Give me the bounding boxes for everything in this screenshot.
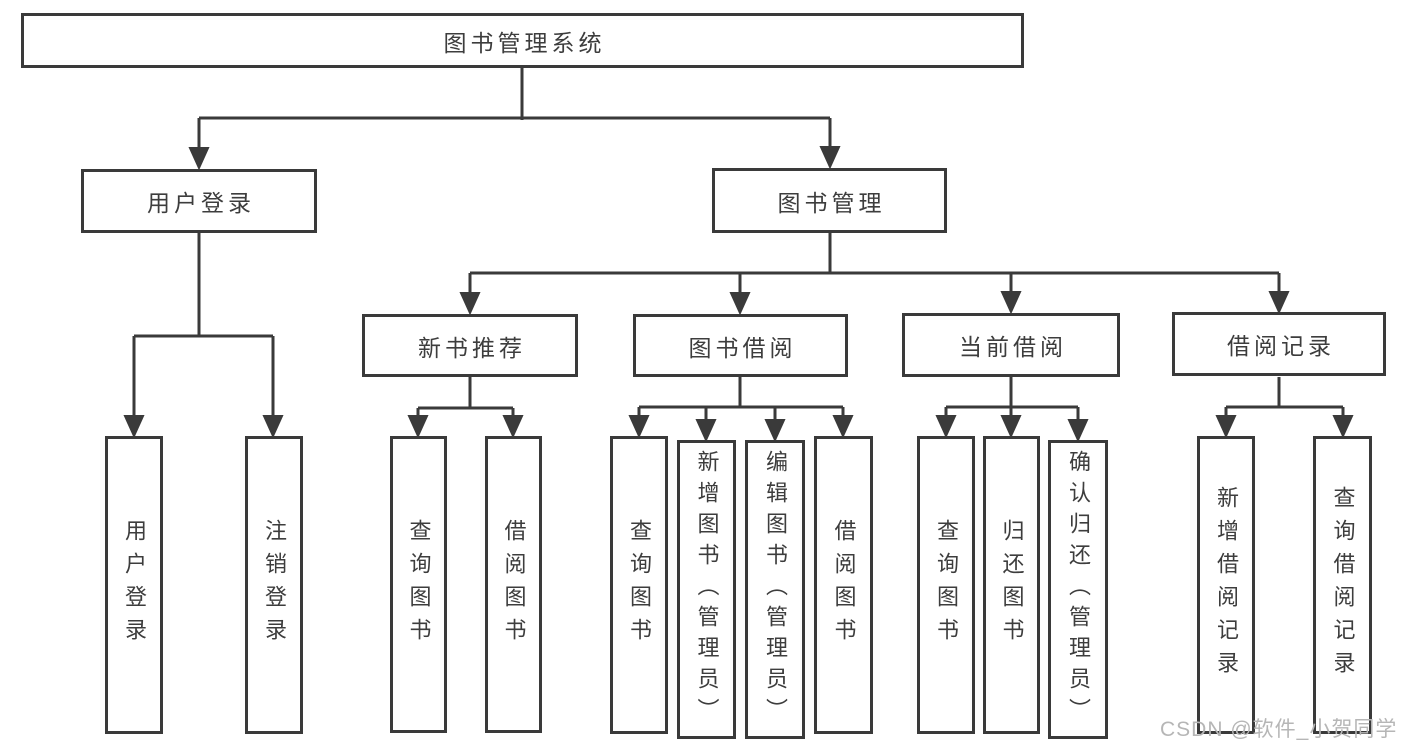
csdn-watermark: CSDN @软件_小贺同学: [1160, 718, 1398, 741]
arrowhead-icons: [123, 146, 1354, 443]
node-library-system-label: 图书管理系统: [443, 29, 606, 56]
connector-lines: [132, 68, 1345, 426]
node-borrow-record-label: 借阅记录: [1227, 333, 1335, 359]
leaf-return-book-label: 归还图书: [999, 519, 1025, 651]
node-book-management: 图书管理: [712, 168, 947, 233]
leaf-logout-label: 注销登录: [262, 519, 287, 651]
node-current-borrow: 当前借阅: [902, 313, 1120, 377]
leaf-query-book-borrow-label: 查询图书: [627, 519, 652, 651]
node-book-management-label: 图书管理: [777, 189, 886, 216]
leaf-logout: 注销登录: [245, 436, 303, 734]
leaf-query-borrow-record-label: 查询借阅记录: [1330, 486, 1356, 684]
node-new-book-recommend-label: 新书推荐: [418, 334, 526, 361]
leaf-add-borrow-record: 新增借阅记录: [1197, 436, 1255, 734]
leaf-borrow-book-label: 借阅图书: [831, 519, 857, 651]
leaf-query-book-recommend: 查询图书: [390, 436, 447, 733]
leaf-return-book: 归还图书: [983, 436, 1040, 734]
leaf-borrow-book-recommend: 借阅图书: [485, 436, 542, 733]
node-user-login-label: 用户登录: [147, 190, 255, 216]
leaf-add-borrow-record-label: 新增借阅记录: [1214, 486, 1239, 684]
leaf-query-borrow-record: 查询借阅记录: [1313, 436, 1372, 734]
leaf-user-login-label: 用户登录: [122, 519, 147, 651]
node-book-borrow-label: 图书借阅: [688, 334, 797, 361]
node-user-login: 用户登录: [81, 169, 317, 233]
leaf-add-book-admin: 新增图书（管理员）: [677, 440, 736, 739]
leaf-confirm-return-admin-label: 确认归还（管理员）: [1066, 450, 1091, 729]
leaf-confirm-return-admin: 确认归还（管理员）: [1048, 440, 1108, 739]
leaf-query-book-borrow: 查询图书: [610, 436, 668, 734]
leaf-borrow-book: 借阅图书: [814, 436, 873, 734]
leaf-borrow-book-recommend-label: 借阅图书: [501, 518, 527, 651]
leaf-query-book-recommend-label: 查询图书: [406, 518, 432, 651]
leaf-edit-book-admin-label: 编辑图书（管理员）: [763, 450, 788, 729]
node-library-system: 图书管理系统: [21, 13, 1024, 68]
node-current-borrow-label: 当前借阅: [959, 334, 1067, 360]
leaf-add-book-admin-label: 新增图书（管理员）: [694, 450, 720, 729]
node-new-book-recommend: 新书推荐: [362, 314, 578, 377]
leaf-query-book-current: 查询图书: [917, 436, 975, 734]
leaf-query-book-current-label: 查询图书: [934, 519, 959, 651]
leaf-user-login: 用户登录: [105, 436, 163, 734]
leaf-edit-book-admin: 编辑图书（管理员）: [745, 440, 805, 739]
node-book-borrow: 图书借阅: [633, 314, 848, 377]
node-borrow-record: 借阅记录: [1172, 312, 1386, 376]
